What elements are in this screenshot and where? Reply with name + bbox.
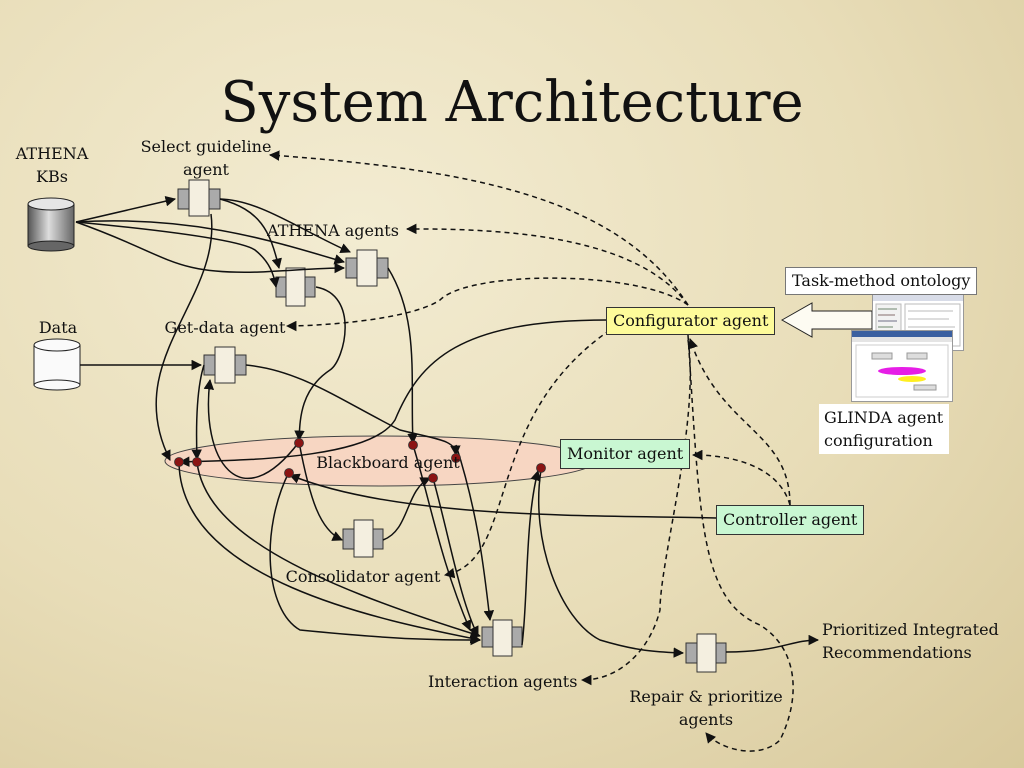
data-label: Data [38, 318, 78, 337]
athena-kbs-label-line1: ATHENA [15, 144, 89, 163]
blackboard-agent-label: Blackboard agent [316, 453, 460, 472]
prioritized-label-line2: Recommendations [822, 643, 972, 662]
task-method-ontology-box: Task-method ontology [785, 267, 978, 295]
control-flow-arrows [268, 150, 794, 752]
repair-prioritize-agents-label: Repair & prioritize agents [624, 685, 788, 731]
athena-agent-icon [345, 249, 389, 287]
slide-title: System Architecture [220, 70, 804, 135]
repair-prioritize-agent-icon [685, 633, 727, 673]
configurator-agent-box: Configurator agent [606, 307, 776, 335]
interaction-agents-label: Interaction agents [428, 672, 578, 691]
repair-label-line1: Repair & prioritize [629, 687, 783, 706]
select-guideline-agent-label: Select guideline agent [128, 135, 284, 181]
interaction-agent-icon [481, 619, 523, 657]
athena-kbs-label: ATHENA KBs [8, 142, 96, 188]
glinda-label-line1: GLINDA agent [824, 408, 944, 427]
monitor-agent-box: Monitor agent [560, 439, 691, 469]
athena-agent-2-icon [275, 267, 316, 307]
athena-agents-label: ATHENA agents [267, 221, 399, 240]
blackboard-port-dots [174, 438, 546, 483]
select-guideline-agent-icon [177, 179, 221, 217]
glinda-label-line2: configuration [824, 431, 933, 450]
athena-kbs-label-line2: KBs [36, 167, 68, 186]
data-database-icon [33, 338, 81, 391]
consolidator-agent-label: Consolidator agent [285, 567, 441, 586]
get-data-agent-label: Get-data agent [164, 318, 286, 337]
select-guideline-label-line1: Select guideline [140, 137, 272, 156]
prioritized-recommendations-label: Prioritized Integrated Recommendations [822, 618, 1012, 664]
glinda-agent-configuration-label: GLINDA agent configuration [819, 404, 949, 454]
glinda-screenshot-thumbnail [851, 330, 953, 402]
consolidator-agent-icon [342, 519, 384, 558]
get-data-agent-icon [203, 346, 247, 384]
repair-label-line2: agents [678, 710, 734, 729]
athena-kbs-database-icon [27, 197, 75, 252]
controller-agent-box: Controller agent [716, 505, 865, 535]
prioritized-label-line1: Prioritized Integrated [822, 620, 999, 639]
data-flow-arrows [75, 196, 820, 658]
select-guideline-label-line2: agent [183, 160, 229, 179]
